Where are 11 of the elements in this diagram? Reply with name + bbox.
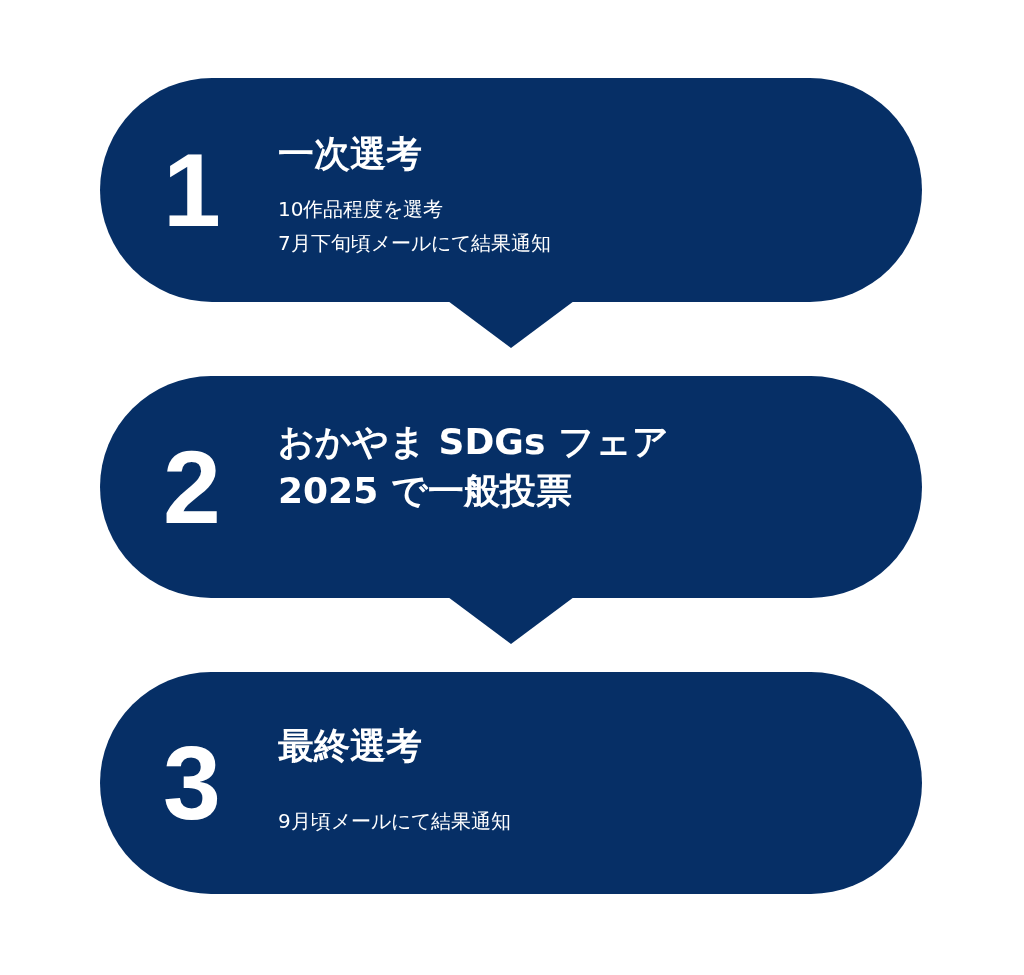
arrow-pointer xyxy=(448,597,574,644)
step-note: 7月下旬頃メールにて結果通知 xyxy=(278,230,551,256)
step-title: 一次選考 xyxy=(278,132,423,176)
step-note: 10作品程度を選考 xyxy=(278,196,444,222)
step-title: おかやま SDGs フェア 2025 で一般投票 xyxy=(278,420,670,513)
step-note: 9月頃メールにて結果通知 xyxy=(278,808,511,834)
arrow-pointer xyxy=(448,301,574,348)
step-number: 3 xyxy=(162,731,222,835)
step-number: 1 xyxy=(162,138,222,242)
step-number: 2 xyxy=(162,435,222,539)
step-title: 最終選考 xyxy=(278,724,423,768)
